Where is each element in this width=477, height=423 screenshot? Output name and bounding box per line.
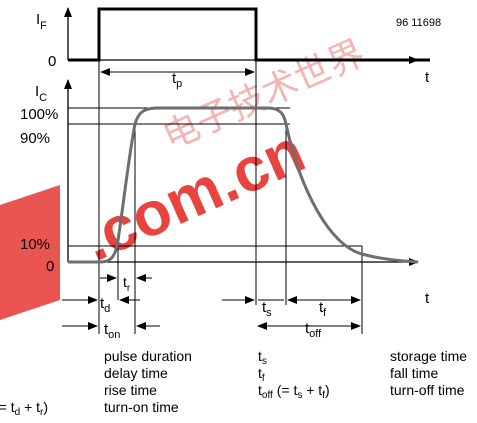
level-90-label: 90%: [20, 130, 50, 147]
if-axis-label: IF: [36, 11, 47, 32]
legend-rise-time: rise time: [104, 382, 157, 398]
tf-label: tf: [319, 299, 327, 319]
main-time-label: t: [425, 290, 430, 307]
tr-label: tr: [123, 274, 131, 294]
ts-label: ts: [262, 299, 272, 319]
level-10-label: 10%: [20, 236, 50, 253]
watermark: .com.cn 电子技术世界: [0, 33, 371, 320]
level-100-label: 100%: [20, 106, 58, 123]
legend-ton-formula: (= td + tr): [0, 399, 48, 418]
legend-tf: tf: [258, 365, 265, 384]
ton-label: ton: [104, 321, 120, 341]
legend-storage-time: storage time: [390, 348, 467, 364]
if-zero-label: 0: [48, 53, 56, 70]
ic-zero-label: 0: [46, 258, 54, 275]
toff-label: toff: [305, 320, 322, 340]
ic-curve: [68, 106, 419, 264]
legend: pulse duration delay time rise time turn…: [0, 348, 467, 418]
legend-turn-off-time: turn-off time: [390, 382, 465, 398]
top-plot: IF 0 t tp: [36, 7, 430, 90]
ic-axis-label: IC: [35, 83, 47, 104]
legend-toff-formula: toff (= ts + tf): [258, 382, 330, 401]
legend-delay-time: delay time: [104, 365, 168, 381]
legend-ts: ts: [258, 348, 267, 367]
top-time-label: t: [425, 69, 430, 86]
tp-label: tp: [172, 70, 182, 90]
legend-fall-time: fall time: [390, 365, 438, 381]
legend-turn-on-time: turn-on time: [104, 399, 179, 415]
if-pulse: [68, 7, 430, 62]
legend-pulse-duration: pulse duration: [104, 348, 192, 364]
td-label: td: [100, 295, 110, 315]
figure-id: 96 11698: [396, 17, 441, 29]
main-plot: IC 100% 90% 10% 0 t td tr ton: [20, 60, 430, 341]
